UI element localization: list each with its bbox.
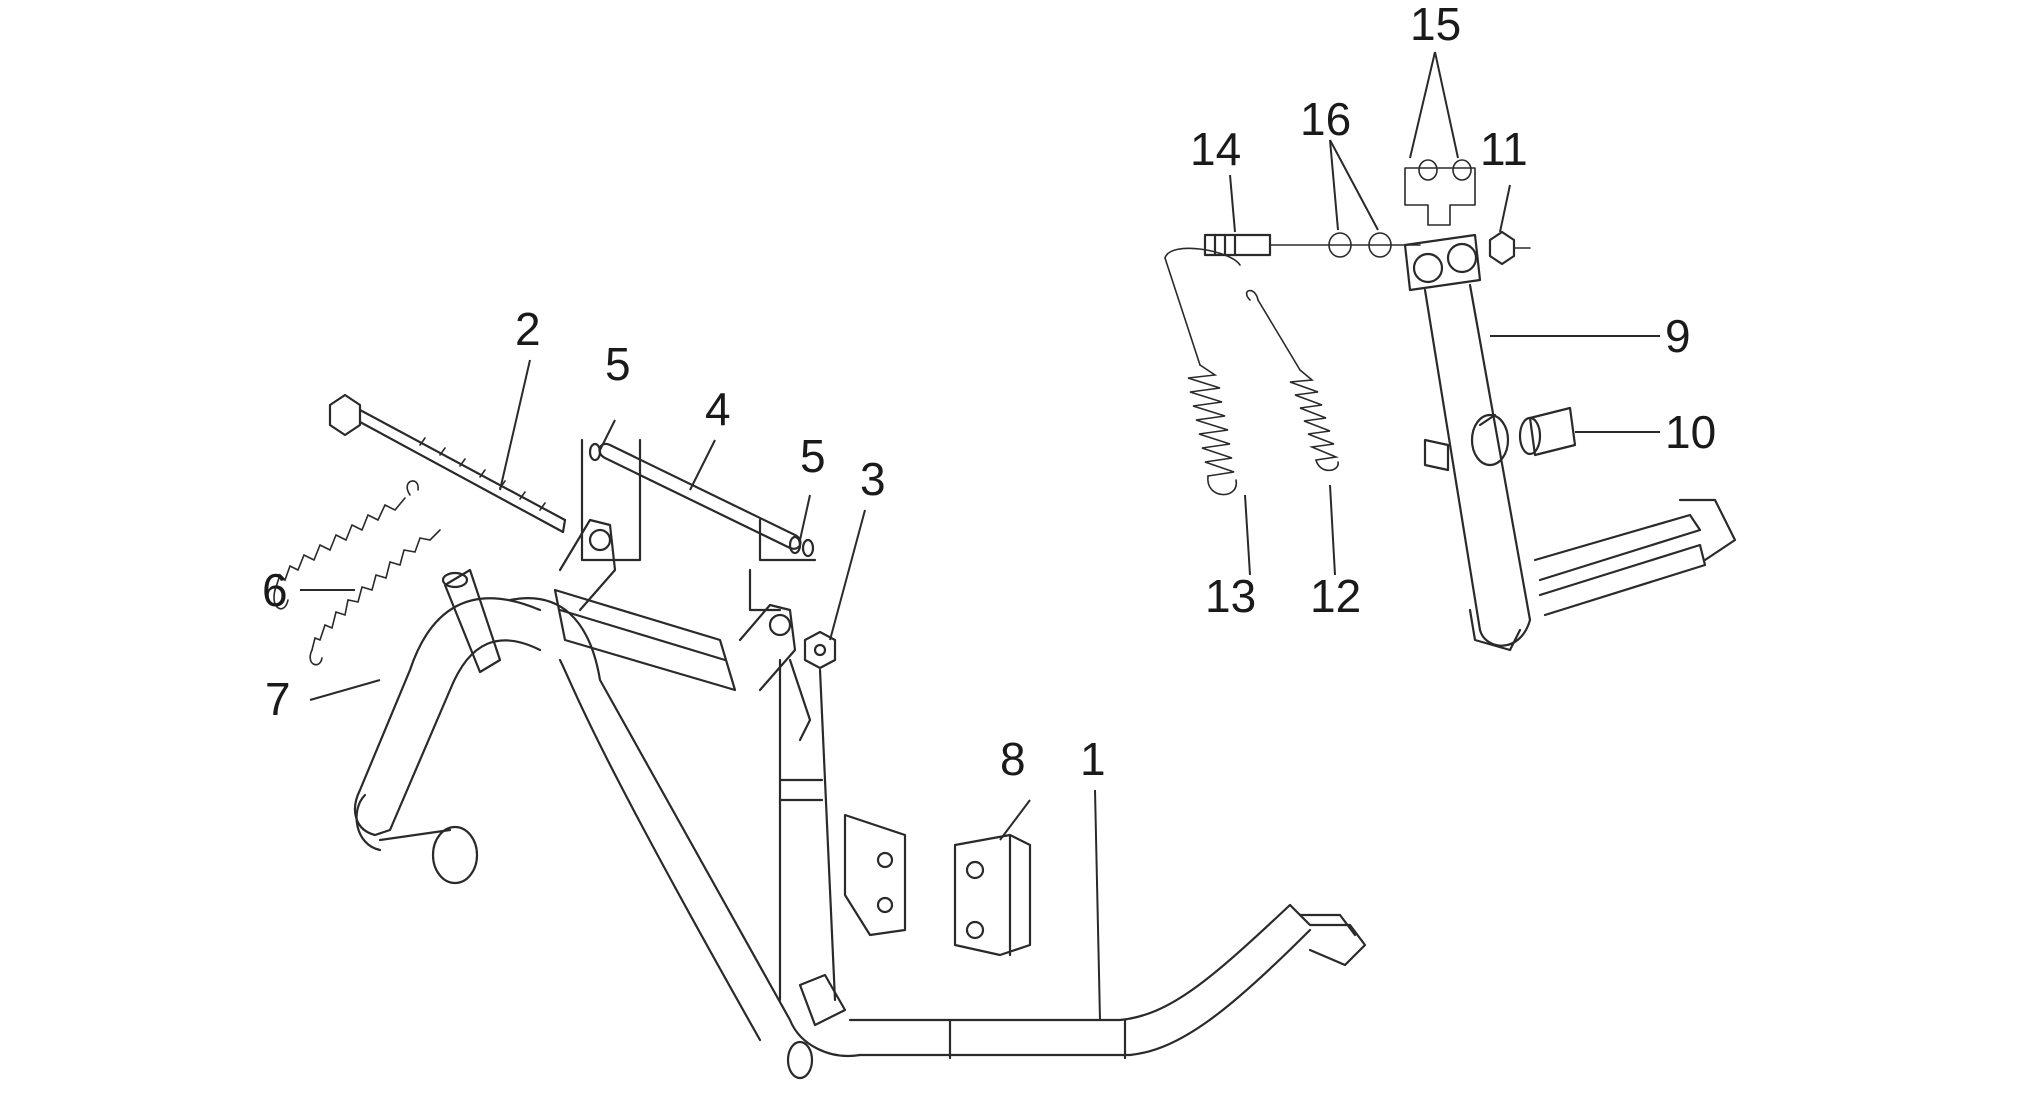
callout-3: 3 [860,453,886,505]
callout-8: 8 [1000,733,1026,785]
side-stand-bolt [1203,233,1421,257]
callout-12: 12 [1310,570,1361,622]
rubber-bush [1518,406,1577,457]
callout-2: 2 [515,303,541,355]
spring-13 [1164,247,1241,496]
pivot-bolt [328,393,567,534]
nut [803,630,837,670]
spacer-tube [598,442,802,550]
side-stand [1403,159,1737,652]
rubber-stop [843,813,1032,957]
washer-right [748,518,817,612]
spring-7 [309,529,441,666]
callout-13: 13 [1205,570,1256,622]
callout-7: 7 [265,673,291,725]
callout-10: 10 [1665,406,1716,458]
callout-4: 4 [705,383,731,435]
small-pin [441,568,502,674]
spring-12 [1245,289,1339,472]
callout-1: 1 [1080,733,1106,785]
callout-5a: 5 [605,338,631,390]
side-stand-nut [1488,230,1531,266]
callout-14: 14 [1190,123,1241,175]
washer-left [580,438,642,562]
center-stand-frame [353,518,1367,1080]
callout-6: 6 [262,564,288,616]
callout-16: 16 [1300,93,1351,145]
callout-11: 11 [1480,123,1528,175]
callout-labels: 1 2 3 4 5 5 6 7 8 9 10 11 12 13 14 15 16 [262,0,1716,785]
callout-5b: 5 [800,430,826,482]
washers-16 [1328,232,1392,258]
callout-9: 9 [1665,310,1691,362]
callout-15: 15 [1410,0,1461,50]
spring-6 [273,480,419,610]
leader-lines [300,51,1660,1021]
